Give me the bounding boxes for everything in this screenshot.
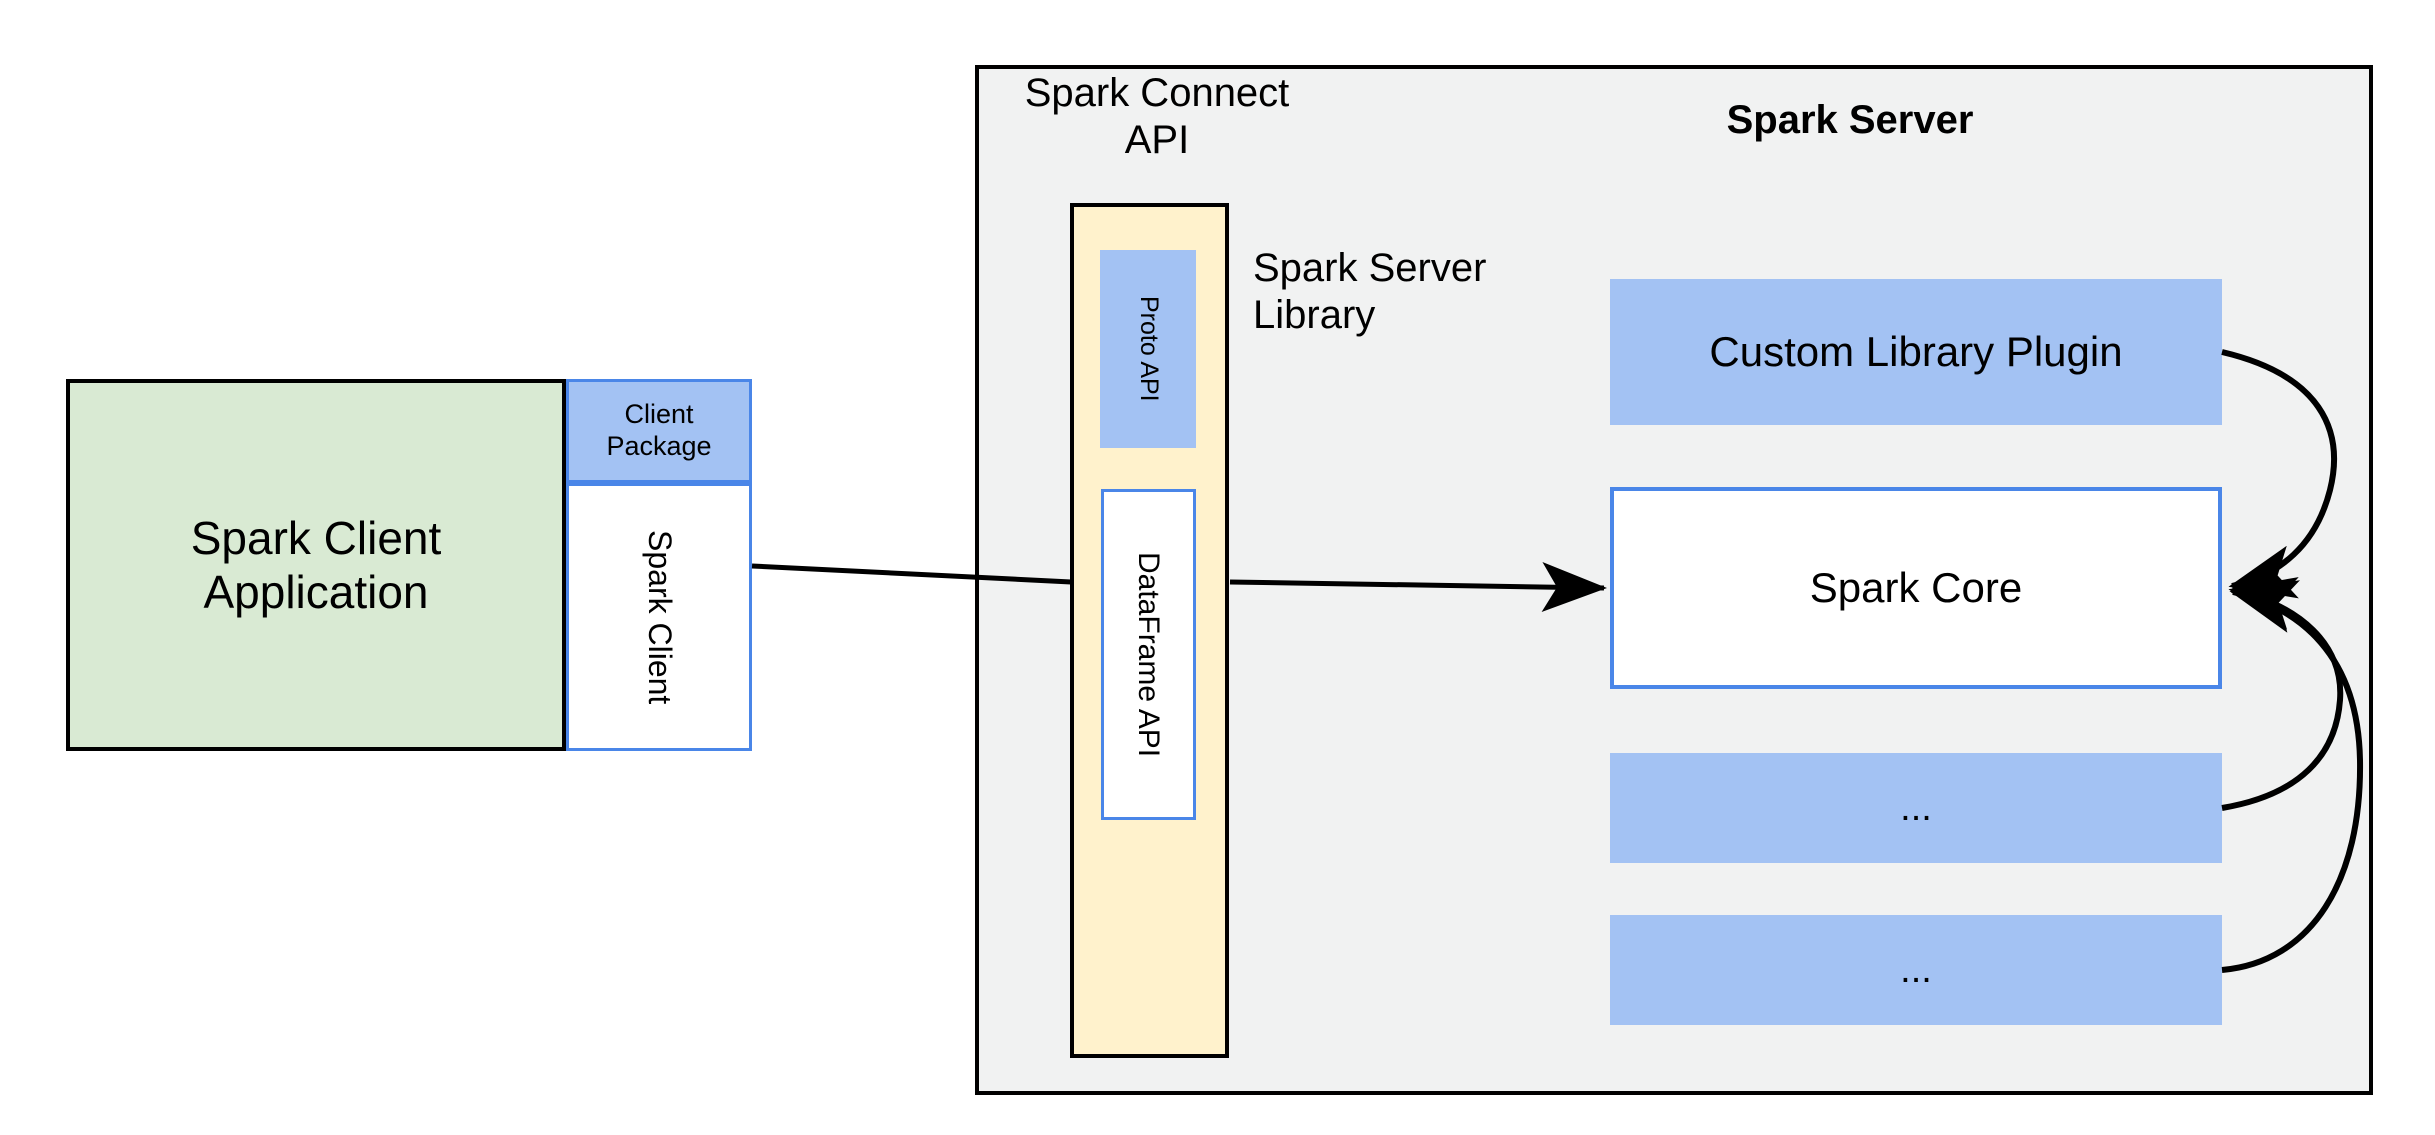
- server-library-line-1: Spark Server: [1253, 246, 1487, 290]
- client-package-line-2: Package: [606, 431, 712, 461]
- client-app-line-2: Application: [203, 566, 429, 618]
- server-library-line-2: Library: [1253, 293, 1376, 338]
- placeholder-module-2-label: ...: [1900, 948, 1932, 991]
- connect-api-line-2: API: [1124, 118, 1190, 163]
- spark-connect-api-label: Spark Connect API: [1012, 70, 1302, 162]
- spark-server-title: Spark Server: [1726, 98, 1974, 143]
- dataframe-api-box[interactable]: DataFrame API: [1101, 489, 1196, 820]
- dataframe-api-label: DataFrame API: [1132, 551, 1166, 758]
- placeholder-module-2-box[interactable]: ...: [1610, 915, 2222, 1025]
- spark-client-application-box[interactable]: Spark Client Application: [66, 379, 566, 751]
- custom-library-plugin-box[interactable]: Custom Library Plugin: [1610, 279, 2222, 425]
- spark-core-box[interactable]: Spark Core: [1610, 487, 2222, 689]
- spark-core-label: Spark Core: [1809, 564, 2023, 612]
- client-app-line-1: Spark Client: [190, 511, 442, 564]
- spark-client-application-label: Spark Client Application: [191, 511, 442, 620]
- placeholder-module-1-box[interactable]: ...: [1610, 753, 2222, 863]
- connect-api-line-1: Spark Connect: [1024, 71, 1290, 115]
- proto-api-label: Proto API: [1134, 296, 1163, 402]
- spark-client-label: Spark Client: [641, 529, 678, 705]
- proto-api-box[interactable]: Proto API: [1100, 250, 1196, 448]
- custom-library-plugin-label: Custom Library Plugin: [1709, 328, 2123, 376]
- client-package-box[interactable]: Client Package: [566, 379, 752, 483]
- spark-client-box[interactable]: Spark Client: [566, 483, 752, 751]
- placeholder-module-1-label: ...: [1900, 786, 1932, 829]
- spark-server-library-label: Spark Server Library: [1253, 245, 1553, 337]
- client-package-label: Client Package: [606, 399, 711, 463]
- client-package-line-1: Client: [624, 399, 694, 430]
